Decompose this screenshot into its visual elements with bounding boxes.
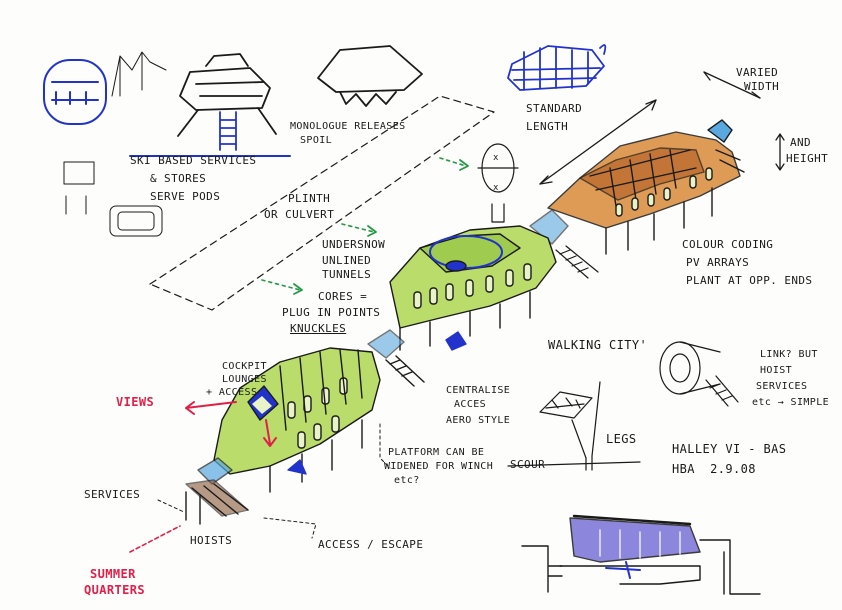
label-legs: LEGS xyxy=(606,432,637,446)
label-platform-2: WIDENED FOR WINCH xyxy=(384,461,494,472)
label-colour-coding-1: COLOUR CODING xyxy=(682,238,774,251)
label-scour: SCOUR xyxy=(510,458,546,471)
label-monologue: MONOLOGUE RELEASES xyxy=(290,121,406,132)
small-thumbnail-sketches xyxy=(63,161,163,237)
label-platform-1: PLATFORM CAN BE xyxy=(388,447,485,458)
label-cores-2: PLUG IN POINTS xyxy=(282,306,381,319)
label-undersnow-1: UNDERSNOW xyxy=(322,238,386,251)
blue-module-sketch xyxy=(507,44,607,91)
cross-section-sketch: x x xyxy=(477,143,519,223)
label-ski-based-1: SKI BASED SERVICES xyxy=(130,154,257,167)
legs-scour-detail xyxy=(507,381,641,471)
label-colour-coding-2: PV ARRAYS xyxy=(686,256,750,269)
label-services: SERVICES xyxy=(84,488,141,501)
label-plinth-2: OR CULVERT xyxy=(264,208,335,221)
label-cockpit-1: COCKPIT xyxy=(222,361,267,372)
label-standard-length-1: STANDARD xyxy=(526,102,583,115)
module-green-middle xyxy=(389,225,557,351)
label-link-3: SERVICES xyxy=(756,381,808,392)
label-centralise-2: ACCES xyxy=(454,399,487,410)
section-elevation-sketch xyxy=(521,514,761,595)
label-varied-width-1: VARIED xyxy=(736,66,779,79)
label-link-2: HOIST xyxy=(760,365,793,376)
label-access-escape: ACCESS / ESCAPE xyxy=(318,538,424,551)
label-aero-style: AERO STYLE xyxy=(446,415,511,426)
label-summer-1: SUMMER xyxy=(90,567,136,581)
label-colour-coding-3: PLANT AT OPP. ENDS xyxy=(686,274,813,287)
green-arrowheads xyxy=(293,159,469,295)
label-halley-2: HBA 2.9.08 xyxy=(672,462,756,476)
label-cores-1: CORES = xyxy=(318,290,368,303)
front-connector-stairs xyxy=(185,457,249,525)
svg-text:x: x xyxy=(493,153,499,163)
tent-outline-sketch xyxy=(111,51,167,97)
summer-quarters-link xyxy=(129,525,181,553)
saucer-pod-sketch xyxy=(317,45,423,107)
label-centralise-1: CENTRALISE xyxy=(446,385,511,396)
label-walking-city: WALKING CITY' xyxy=(548,338,648,352)
label-halley-1: HALLEY VI - BAS xyxy=(672,442,787,456)
label-link-1: LINK? BUT xyxy=(760,349,818,360)
dimension-arrows xyxy=(539,71,785,185)
label-summer-2: QUARTERS xyxy=(84,583,145,597)
connector-stairs-2 xyxy=(367,329,425,387)
link-detail-sketch xyxy=(659,341,739,407)
plinth-dashed-outline xyxy=(149,95,495,311)
green-dotted-arrows xyxy=(261,157,467,291)
label-views: VIEWS xyxy=(116,395,155,409)
label-ski-based-2: & STORES xyxy=(150,172,207,185)
label-platform-3: etc? xyxy=(394,475,420,486)
label-standard-length-2: LENGTH xyxy=(526,120,569,133)
label-ski-based-3: SERVE PODS xyxy=(150,190,221,203)
label-plinth-1: PLINTH xyxy=(288,192,331,205)
label-undersnow-2: UNLINED xyxy=(322,254,372,267)
module-orange xyxy=(547,119,745,255)
label-cockpit-2: LOUNGES xyxy=(222,374,267,385)
red-view-arrows xyxy=(185,401,277,447)
pod-on-legs-sketch xyxy=(129,53,291,157)
label-varied-width-2: WIDTH xyxy=(744,80,780,93)
blue-pod-front-sketch xyxy=(43,59,107,125)
label-monologue-2: SPOIL xyxy=(300,135,333,146)
label-and-height-1: AND xyxy=(790,136,812,149)
label-cores-3: KNUCKLES xyxy=(290,322,347,335)
label-cockpit-3: + ACCESS xyxy=(206,387,258,398)
label-hoists: HOISTS xyxy=(190,534,233,547)
label-undersnow-3: TUNNELS xyxy=(322,268,372,281)
dashed-leader-lines xyxy=(157,423,391,539)
svg-text:x: x xyxy=(493,183,499,193)
label-link-4: etc → SIMPLE xyxy=(752,397,830,408)
label-and-height-2: HEIGHT xyxy=(786,152,829,165)
